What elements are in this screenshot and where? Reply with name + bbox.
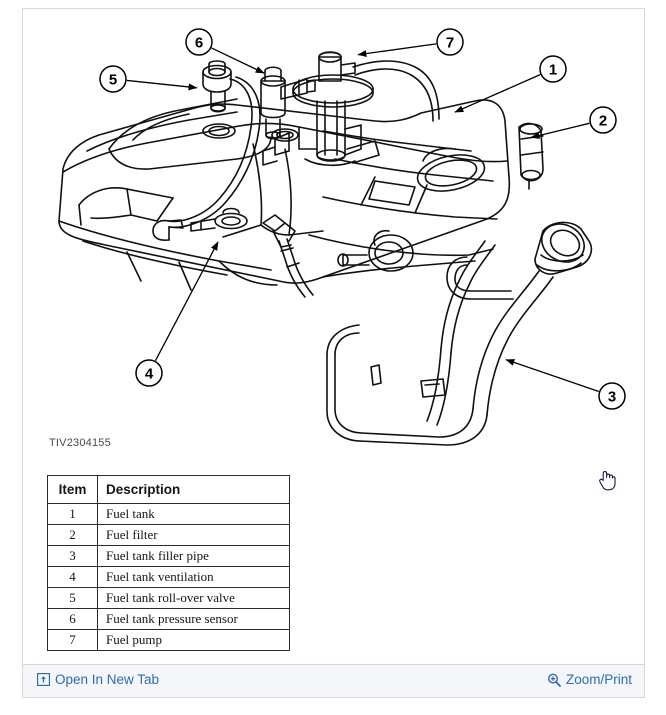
callout-circle — [436, 28, 464, 56]
cell-item: 1 — [47, 503, 98, 525]
cell-description: Fuel tank roll-over valve — [97, 587, 290, 609]
zoom-print-label: Zoom/Print — [565, 672, 632, 687]
callout-number: 1 — [549, 62, 557, 79]
callout-circle — [539, 55, 567, 83]
callout-leader-line — [211, 47, 265, 74]
callout-leader-line — [126, 79, 198, 91]
zoom-print-button[interactable]: Zoom/Print — [547, 672, 632, 687]
callout-number: 6 — [195, 35, 203, 52]
cell-item: 7 — [47, 629, 98, 651]
callout-leader-line — [357, 43, 437, 58]
callout-circle — [598, 382, 626, 410]
callout-number: 5 — [109, 72, 117, 89]
cell-item: 6 — [47, 608, 98, 630]
open-in-new-tab-button[interactable]: Open In New Tab — [37, 672, 159, 687]
cell-description: Fuel filter — [97, 524, 290, 546]
cell-item: 3 — [47, 545, 98, 567]
external-link-icon — [37, 673, 50, 686]
callout-circle — [589, 106, 617, 134]
callout-number: 7 — [446, 35, 454, 52]
cell-description: Fuel pump — [97, 629, 290, 651]
callout-leader-line — [505, 359, 599, 393]
column-header-item: Item — [47, 475, 98, 504]
callout-layer: 1 2 3 4 5 6 7 — [99, 28, 626, 410]
callout-leader-line — [530, 122, 590, 139]
callout-1: 1 — [454, 55, 567, 113]
callout-number: 2 — [599, 113, 607, 130]
magnifier-plus-icon — [547, 673, 561, 687]
cell-item: 4 — [47, 566, 98, 588]
callout-circle — [135, 359, 163, 387]
cell-description: Fuel tank filler pipe — [97, 545, 290, 567]
callout-3: 3 — [505, 359, 626, 410]
table-header-row: Item Description — [47, 475, 290, 504]
callout-6: 6 — [185, 28, 265, 74]
cell-item: 5 — [47, 587, 98, 609]
callout-4: 4 — [135, 241, 219, 387]
cell-item: 2 — [47, 524, 98, 546]
open-in-new-tab-label: Open In New Tab — [55, 672, 160, 687]
callout-5: 5 — [99, 65, 198, 93]
fuel-tank-diagram: 1 2 3 4 5 6 7 — [58, 28, 626, 446]
cell-description: Fuel tank ventilation — [97, 566, 290, 588]
callout-circle — [185, 28, 213, 56]
viewer-footer-bar: Open In New Tab Zoom/Print — [23, 664, 644, 697]
callout-leader-line — [154, 241, 219, 361]
callout-number: 3 — [608, 389, 616, 406]
callout-leader-line — [454, 74, 541, 113]
cell-description: Fuel tank — [97, 503, 290, 525]
callout-7: 7 — [357, 28, 464, 58]
column-header-description: Description — [97, 475, 290, 504]
figure-id-label: TIV2304155 — [49, 437, 111, 449]
callout-circle — [99, 65, 127, 93]
cell-description: Fuel tank pressure sensor — [97, 608, 290, 630]
callout-2: 2 — [530, 106, 617, 139]
callout-number: 4 — [145, 366, 154, 383]
